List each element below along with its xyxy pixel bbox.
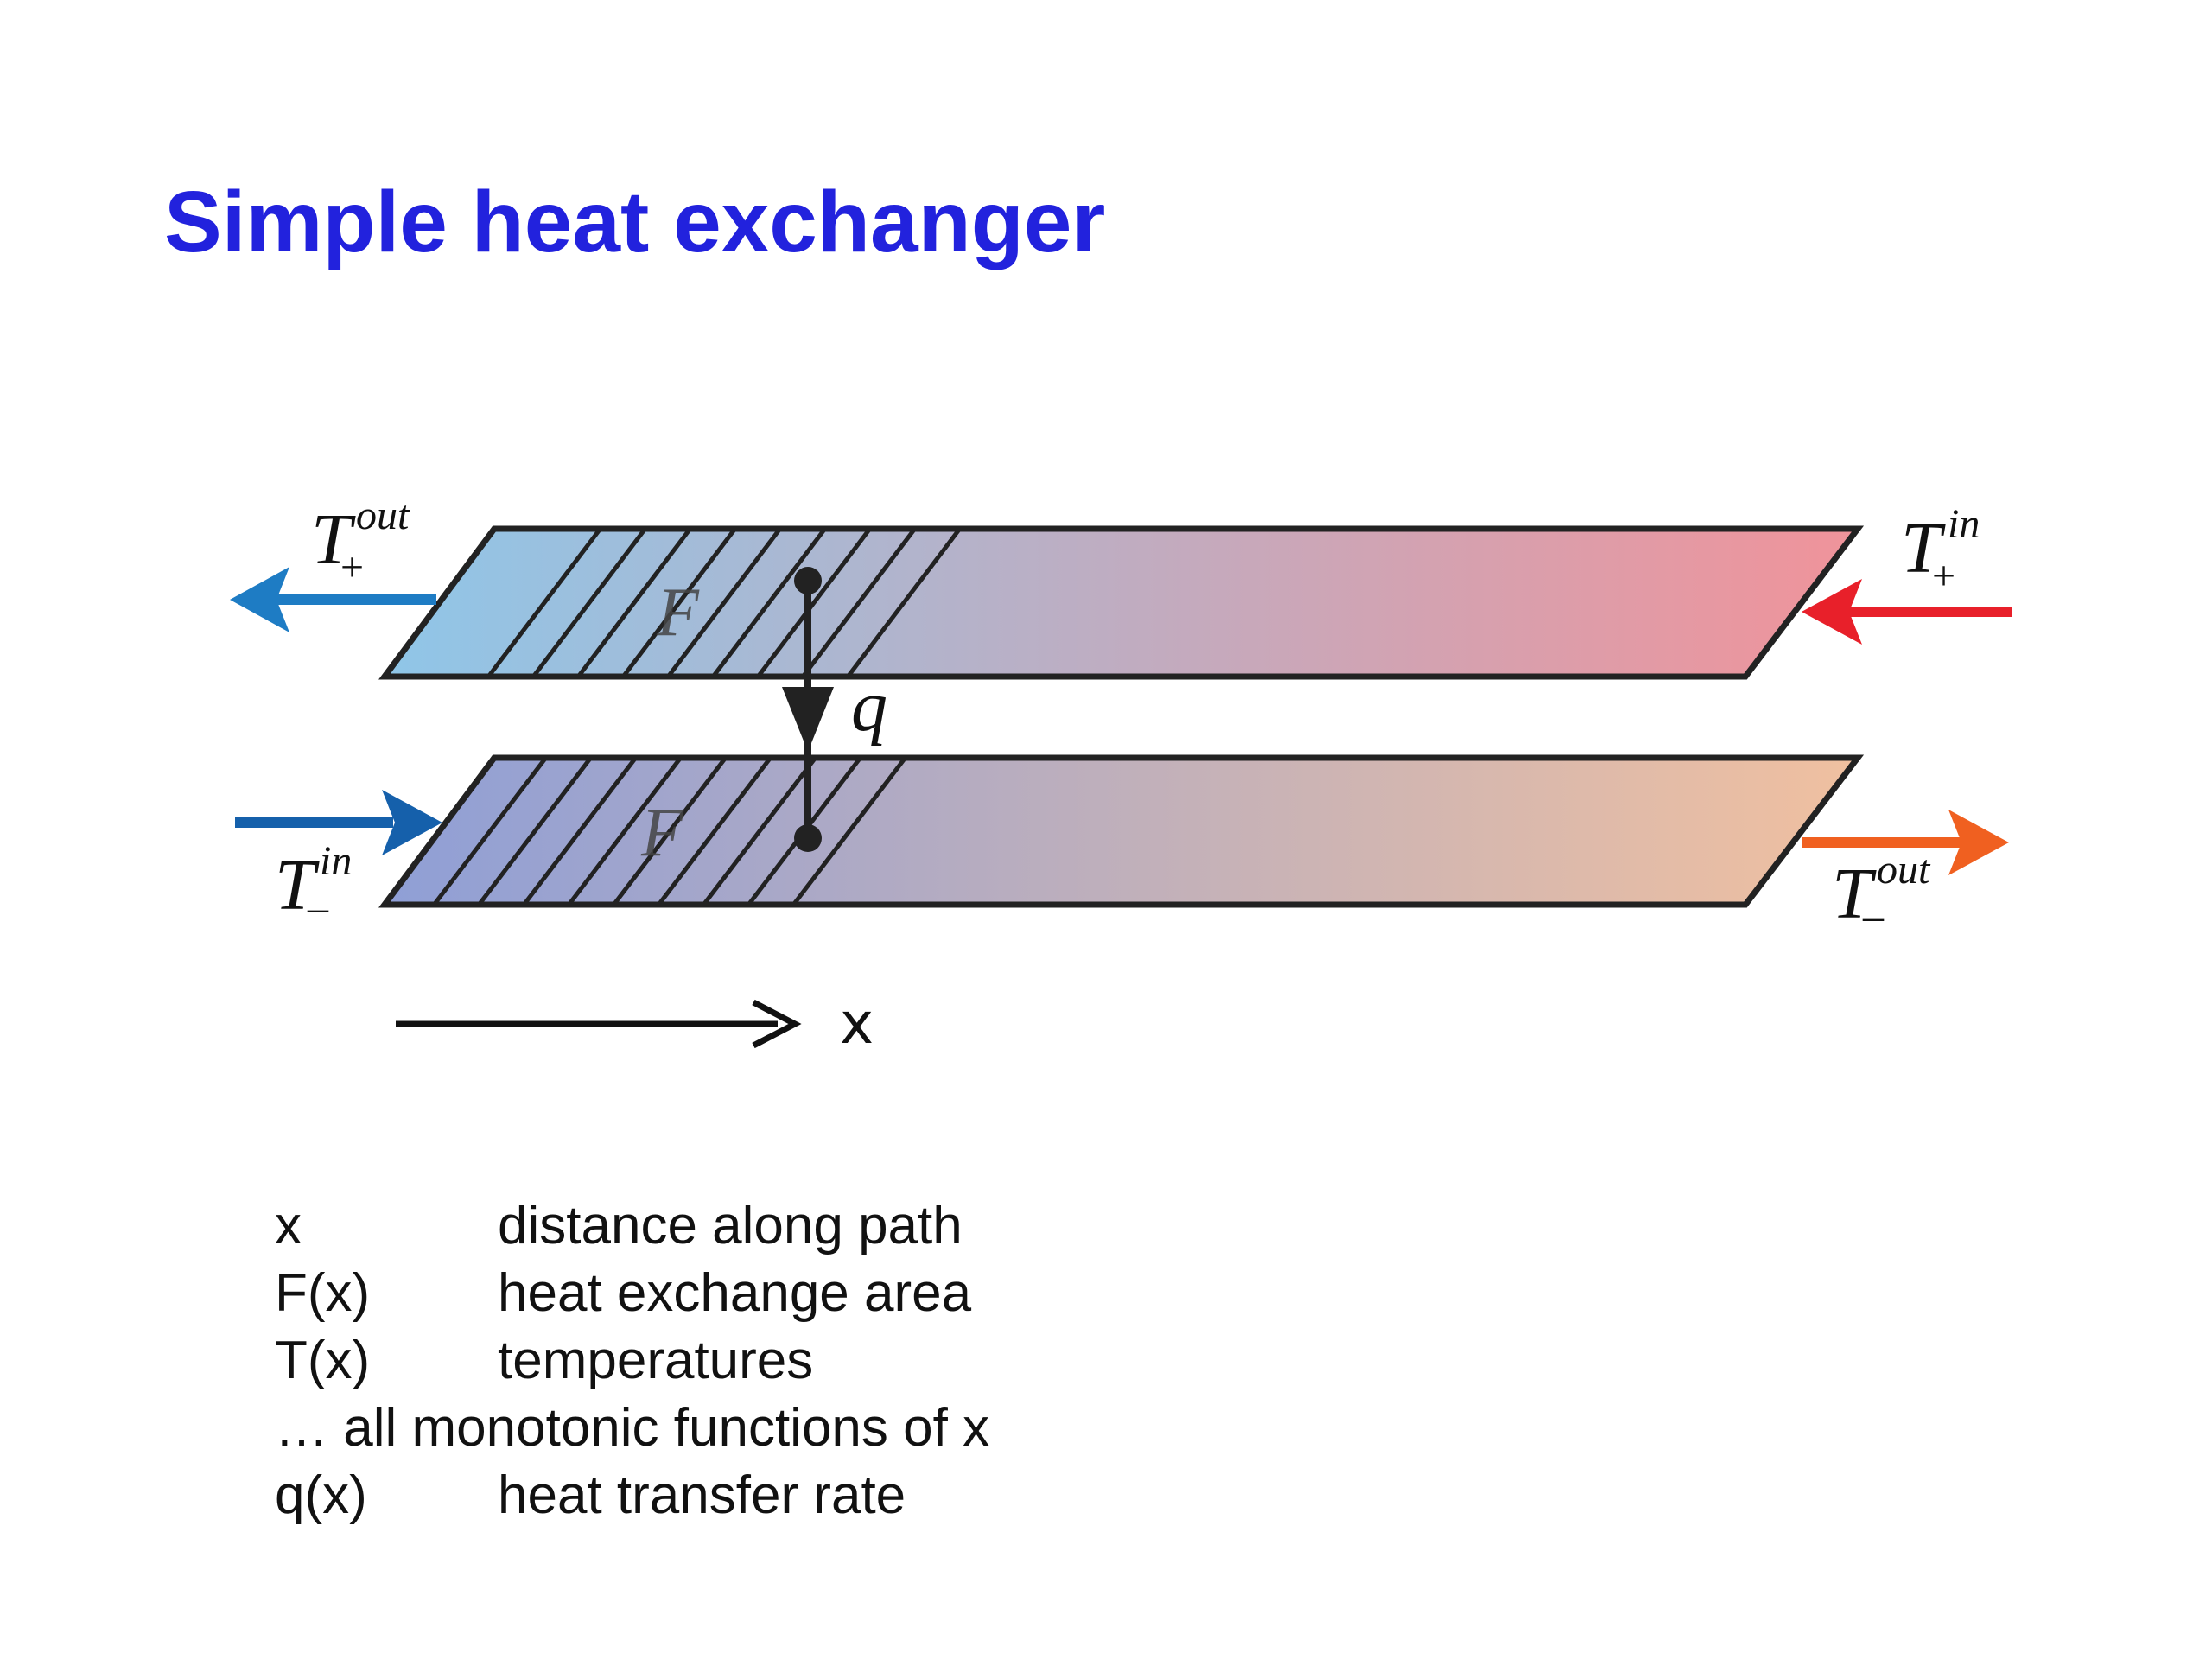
legend-description: heat exchange area: [498, 1263, 972, 1323]
area-label-bottom: F: [640, 795, 684, 871]
cold-channel-outline: [378, 754, 1865, 908]
cold-channel: [378, 754, 1865, 908]
legend-symbol: x: [275, 1196, 302, 1255]
legend-description: distance along path: [498, 1196, 963, 1255]
legend-row: F(x) heat exchange area: [275, 1260, 989, 1327]
hot-channel-hatching: [482, 529, 966, 677]
legend-symbol: q(x): [275, 1465, 367, 1525]
hot-outlet-arrow: [230, 567, 436, 632]
legend-symbol: T(x): [275, 1331, 371, 1390]
legend: x distance along path F(x) heat exchange…: [275, 1192, 989, 1529]
legend-description: heat transfer rate: [498, 1465, 906, 1525]
slide-title: Simple heat exchanger: [164, 174, 1106, 270]
heat-flow-arrow: [782, 567, 834, 852]
cold-outlet-arrow: [1802, 810, 2009, 875]
x-direction-arrow: [396, 999, 802, 1049]
temp-hot-in-label: T in +: [1901, 501, 1983, 599]
legend-symbol: F(x): [275, 1263, 371, 1323]
temp-cold-in-label: T in –: [275, 838, 355, 931]
hot-inlet-arrow: [1802, 579, 2012, 645]
hot-channel-outline: [378, 525, 1865, 680]
legend-row: T(x) temperatures: [275, 1327, 989, 1395]
hot-channel: [378, 525, 1865, 680]
cold-channel-body: [385, 758, 1858, 905]
cold-channel-hatching: [428, 758, 912, 905]
hot-channel-body: [385, 529, 1858, 677]
area-label-top: F: [656, 575, 700, 651]
heat-rate-label: q: [851, 666, 887, 747]
legend-row: x distance along path: [275, 1192, 989, 1260]
x-axis-label: x: [840, 990, 874, 1057]
legend-note: … all monotonic functions of x: [275, 1398, 990, 1458]
temp-hot-out-label: T out +: [311, 493, 412, 590]
legend-row: q(x) heat transfer rate: [275, 1462, 989, 1529]
cold-inlet-arrow: [235, 790, 442, 855]
temp-cold-out-label: T out –: [1832, 847, 1933, 939]
legend-description: temperatures: [498, 1331, 814, 1390]
